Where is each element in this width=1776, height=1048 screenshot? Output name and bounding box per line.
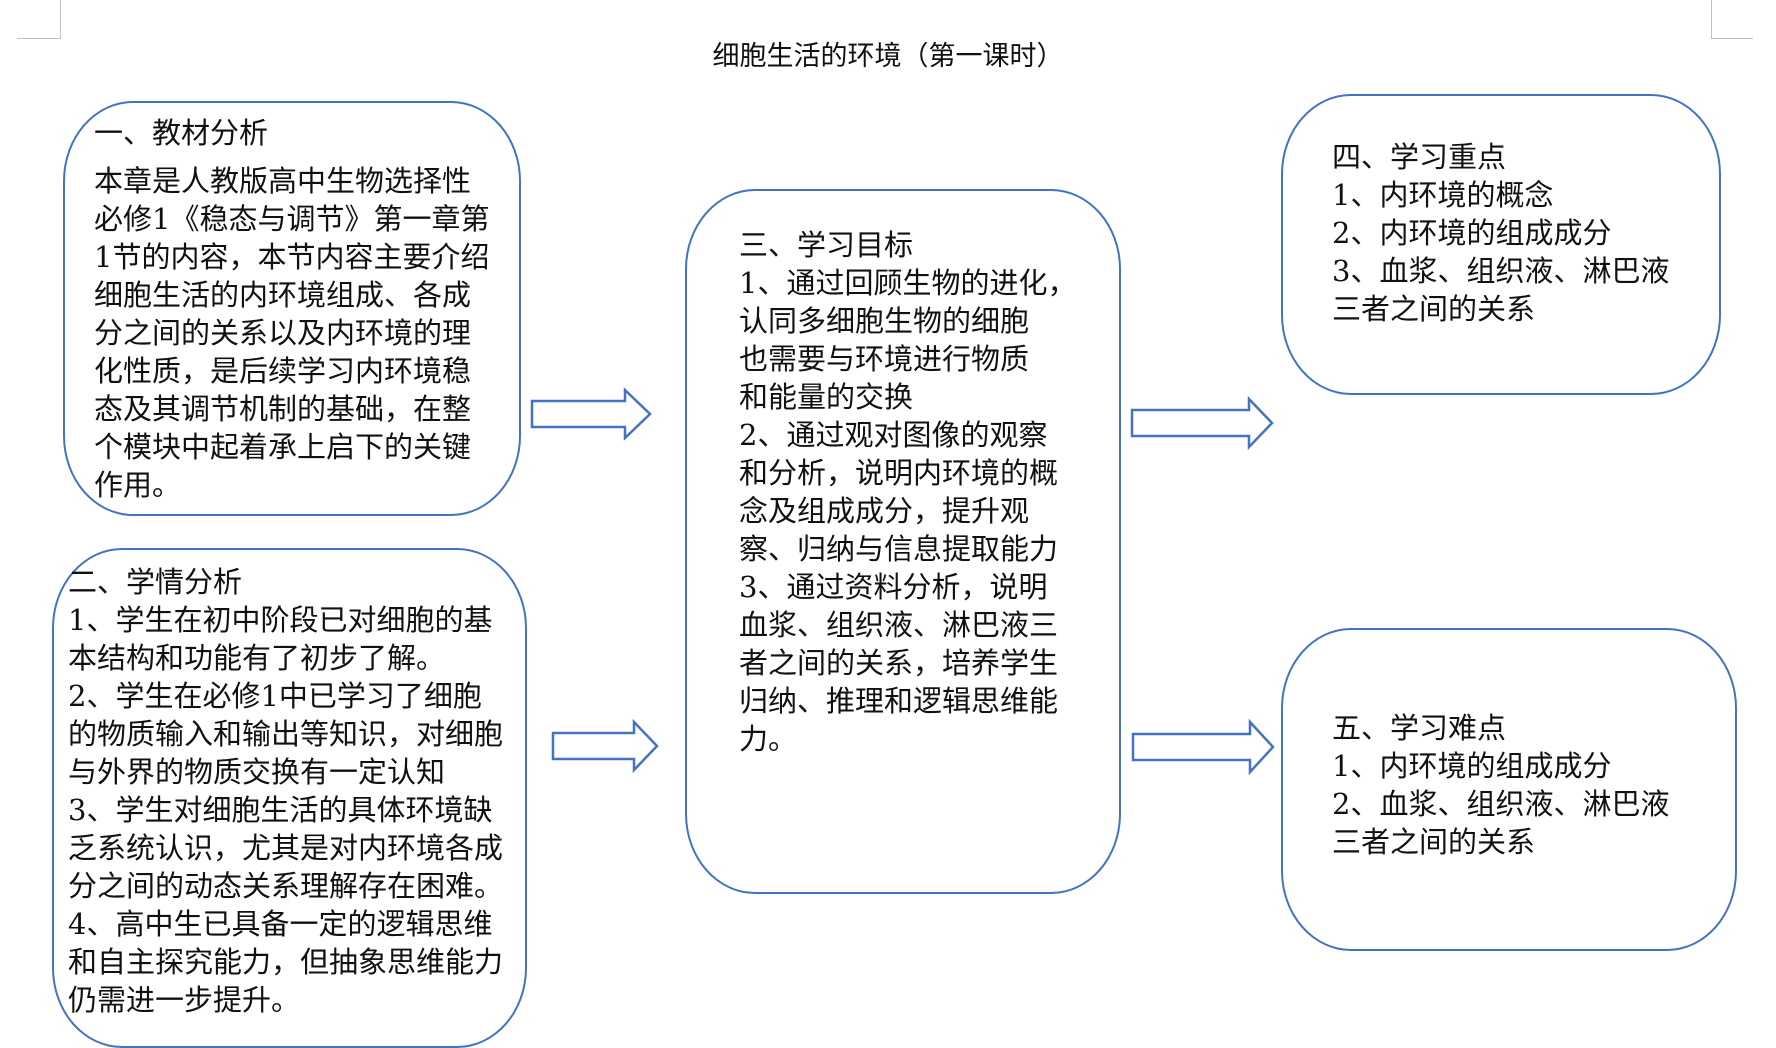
text-line: 归纳、推理和逻辑思维能 <box>739 684 1059 718</box>
text-line: 也需要与环境进行物质 <box>739 342 1030 376</box>
text-line: 与外界的物质交换有一定认知 <box>68 755 446 789</box>
text-line: 血浆、组织液、淋巴液三 <box>739 608 1059 642</box>
text-line: 察、归纳与信息提取能力 <box>739 532 1059 566</box>
student-analysis-heading: 二、学情分析 <box>68 565 243 599</box>
key-points-heading: 四、学习重点 <box>1332 140 1507 174</box>
text-line: 1、学生在初中阶段已对细胞的基 <box>68 603 493 637</box>
text-line: 三者之间的关系 <box>1332 292 1536 326</box>
text-line: 的物质输入和输出等知识，对细胞 <box>68 717 504 751</box>
box-learning-goals <box>685 189 1121 894</box>
text-line: 者之间的关系，培养学生 <box>739 646 1059 680</box>
document-title: 细胞生活的环境（第一课时） <box>712 41 1064 72</box>
text-line: 本结构和功能有了初步了解。 <box>68 641 446 675</box>
text-line: 念及组成成分，提升观 <box>739 494 1030 528</box>
box-difficulties <box>1281 628 1737 951</box>
learning-goals-lines: 1、通过回顾生物的进化， 认同多细胞生物的细胞也需要与环境进行物质和能量的交换 2、… <box>739 264 1077 756</box>
text-line: 2、内环境的组成成分 <box>1332 216 1612 250</box>
learning-goals-heading: 三、学习目标 <box>739 228 914 262</box>
text-line: 3、血浆、组织液、淋巴液 <box>1332 254 1670 288</box>
text-line: 力。 <box>739 722 798 756</box>
page-corner-mark-left-v <box>60 0 61 38</box>
text-line: 和分析，说明内环境的概 <box>739 456 1059 490</box>
teaching-material-text: 一、教材分析 本章是人教版高中生物选择性必修1《稳态与调节》第一章第 1节的内容，… <box>94 114 489 502</box>
difficulties-text: 五、学习难点 1、内环境的组成成分 2、血浆、组织液、淋巴液三者之间的关系 <box>1332 709 1669 859</box>
arrow-right-icon <box>1131 718 1275 776</box>
text-line: 乏系统认识，尤其是对内环境各成 <box>68 831 504 865</box>
text-line: 1节的内容，本节内容主要介绍 <box>94 240 490 274</box>
page-corner-mark-right-v <box>1711 0 1712 38</box>
text-line: 仍需进一步提升。 <box>68 983 301 1017</box>
text-line: 必修1《稳态与调节》第一章第 <box>94 202 490 236</box>
arrow-right-icon <box>530 387 652 441</box>
key-points-text: 四、学习重点 1、内环境的概念 2、内环境的组成成分 3、血浆、组织液、淋巴液三者之… <box>1332 138 1669 326</box>
text-line: 和自主探究能力，但抽象思维能力 <box>68 945 504 979</box>
box-teaching-material <box>63 101 521 516</box>
text-line: 作用。 <box>94 468 182 502</box>
text-line: 化性质，是后续学习内环境稳 <box>94 354 472 388</box>
text-line: 1、内环境的概念 <box>1332 178 1554 212</box>
text-line: 分之间的动态关系理解存在困难。 <box>68 869 504 903</box>
text-line: 4、高中生已具备一定的逻辑思维 <box>68 907 493 941</box>
arrow-right-icon <box>1130 395 1274 451</box>
text-line: 2、学生在必修1中已学习了细胞 <box>68 679 482 713</box>
learning-goals-text: 三、学习目标 1、通过回顾生物的进化， 认同多细胞生物的细胞也需要与环境进行物质和… <box>739 226 1077 756</box>
student-analysis-lines: 1、学生在初中阶段已对细胞的基本结构和功能有了初步了解。 2、学生在必修1中已学习… <box>68 601 503 1017</box>
box-key-points <box>1281 94 1721 395</box>
text-line: 3、学生对细胞生活的具体环境缺 <box>68 793 493 827</box>
text-line: 认同多细胞生物的细胞 <box>739 304 1030 338</box>
text-line: 1、内环境的组成成分 <box>1332 749 1612 783</box>
key-points-lines: 1、内环境的概念 2、内环境的组成成分 3、血浆、组织液、淋巴液三者之间的关系 <box>1332 176 1669 326</box>
text-line: 个模块中起着承上启下的关键 <box>94 430 472 464</box>
difficulties-heading: 五、学习难点 <box>1332 711 1507 745</box>
text-line: 分之间的关系以及内环境的理 <box>94 316 472 350</box>
text-line: 2、血浆、组织液、淋巴液 <box>1332 787 1670 821</box>
teaching-material-lines: 本章是人教版高中生物选择性必修1《稳态与调节》第一章第 1节的内容，本节内容主要介… <box>94 162 489 502</box>
arrow-right-icon <box>551 718 659 774</box>
text-line: 三者之间的关系 <box>1332 825 1536 859</box>
text-line: 细胞生活的内环境组成、各成 <box>94 278 472 312</box>
text-line: 3、通过资料分析，说明 <box>739 570 1048 604</box>
text-line: 2、通过观对图像的观察 <box>739 418 1048 452</box>
difficulties-lines: 1、内环境的组成成分 2、血浆、组织液、淋巴液三者之间的关系 <box>1332 747 1669 859</box>
text-line: 1、通过回顾生物的进化， <box>739 266 1077 300</box>
student-analysis-text: 二、学情分析 1、学生在初中阶段已对细胞的基本结构和功能有了初步了解。 2、学生在… <box>68 563 503 1017</box>
teaching-material-heading: 一、教材分析 <box>94 116 269 150</box>
text-line: 本章是人教版高中生物选择性 <box>94 164 472 198</box>
page-corner-mark-left-h <box>17 38 61 39</box>
text-line: 和能量的交换 <box>739 380 914 414</box>
page-corner-mark-right-h <box>1711 38 1753 39</box>
text-line: 态及其调节机制的基础，在整 <box>94 392 472 426</box>
